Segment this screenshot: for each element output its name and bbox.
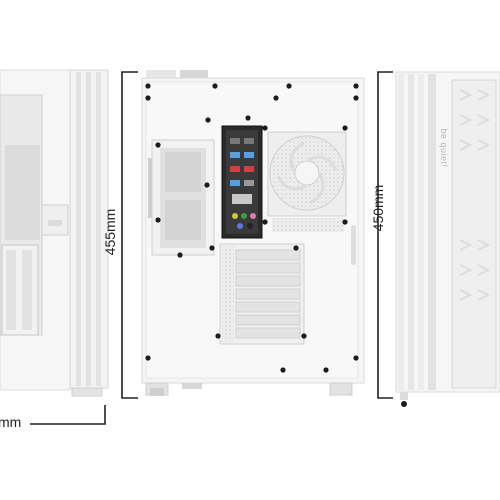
depth-dimension-label: 450mm — [370, 184, 386, 232]
height-dimension-label: 455mm — [102, 208, 118, 256]
brand-logo-text: be quiet! — [439, 128, 449, 168]
depth-dimension-line — [377, 71, 393, 399]
rear-view — [141, 70, 365, 396]
side-vent-grille — [459, 89, 491, 301]
front-view — [0, 69, 109, 397]
side-view — [395, 71, 500, 407]
expansion-slots — [219, 243, 305, 345]
height-dimension-line — [121, 71, 138, 399]
thumb-screws — [145, 83, 359, 373]
io-ports — [230, 138, 256, 229]
width-dimension-line — [30, 405, 106, 425]
width-dimension-label: mm — [0, 414, 22, 430]
rear-fan — [267, 131, 347, 217]
